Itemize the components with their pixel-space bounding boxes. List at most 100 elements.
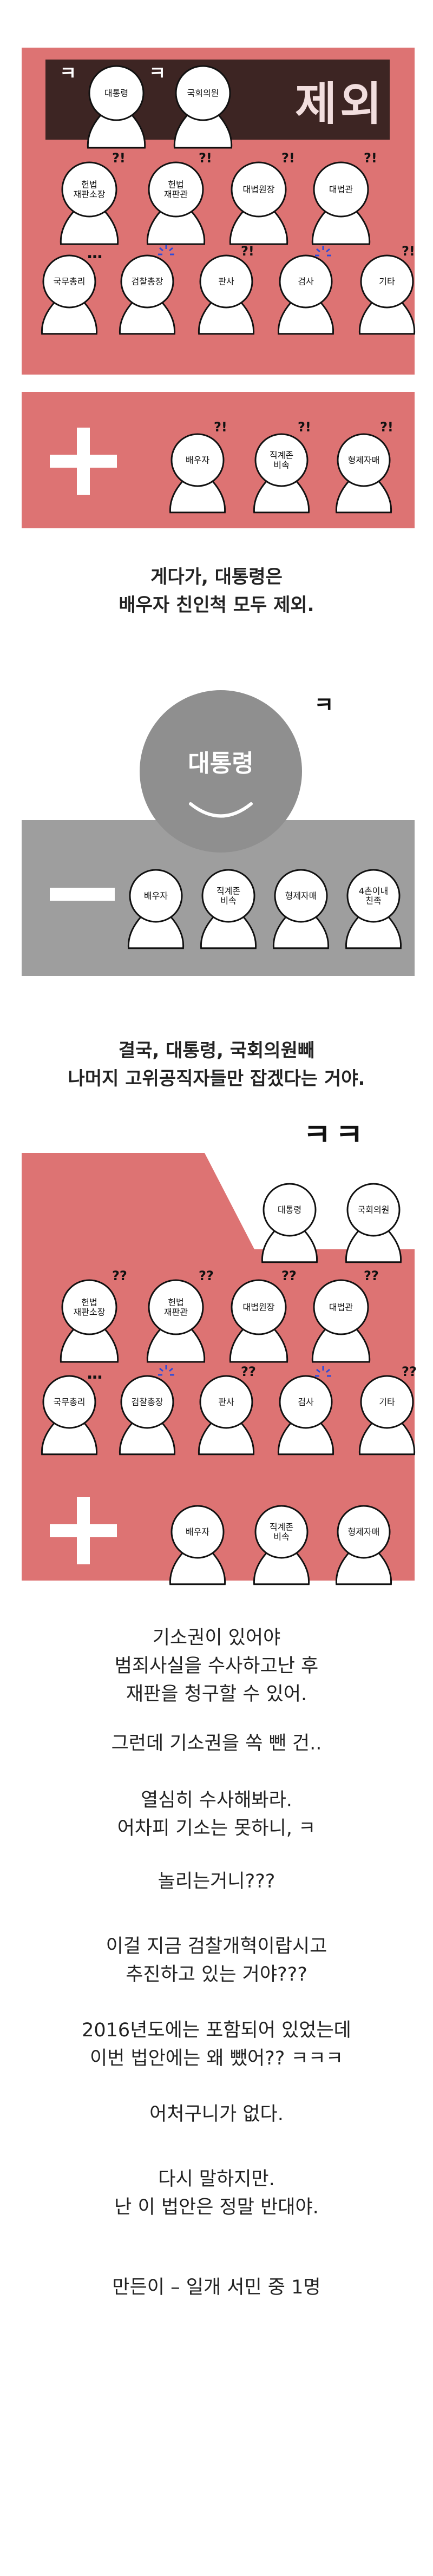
text-block-7: 어처구니가 없다. — [149, 2103, 284, 2125]
text-block-1: 기소권이 있어야 범죄사실을 수사하고난 후 재판을 청구할 수 있어. — [114, 1627, 319, 1705]
figure-label: 비속 — [220, 895, 236, 906]
figure4-president: 대통령 — [261, 1183, 318, 1263]
figure-label: 비속 — [273, 1531, 289, 1542]
figure-label: 재판관 — [164, 189, 188, 199]
mark-spark-prosecutor-general — [158, 245, 174, 255]
figure4-row2-4: 기타 — [358, 1375, 416, 1456]
mark-spark-prosecutor — [315, 246, 331, 257]
figure-row2-4: 기타 — [358, 254, 416, 335]
figure-label: 국무총리 — [54, 1397, 86, 1407]
figure-label: 국무총리 — [54, 276, 86, 286]
mark-question-row1-1: ?? — [199, 1268, 214, 1283]
figure-relative-0: 배우자 — [127, 869, 185, 949]
figure-label: 재판관 — [164, 1307, 188, 1317]
figure-label: 검찰총장 — [132, 1397, 163, 1407]
mark-question-row1-2: ?? — [281, 1268, 297, 1283]
mark-surprise-other: ?! — [402, 244, 415, 259]
figure-row2-0: 국무총리 — [41, 254, 98, 335]
figure-label: 검사 — [298, 276, 314, 286]
excluded-title: 제외 — [295, 77, 385, 130]
figure-label: 대법관 — [329, 184, 353, 194]
figure-label: 헌법 — [168, 1297, 183, 1307]
plus-icon-vertical — [77, 428, 90, 495]
text-block-8: 다시 말하지만. 난 이 법안은 정말 반대야. — [114, 2168, 319, 2218]
figure-label: 검찰총장 — [132, 276, 163, 286]
mark-surprise-row1-2: ?! — [281, 150, 295, 166]
figure-label: 국회의원 — [187, 88, 219, 99]
mark-surprise-family-1: ?! — [298, 419, 311, 435]
figure-row2-3: 검사 — [277, 254, 334, 335]
mark-dots-row2: ... — [87, 244, 103, 263]
caption-conclusion: 결국, 대통령, 국회의원빼 나머지 고위공직자들만 잡겠다는 거야. — [68, 1040, 365, 1090]
figure4-family-2: 형제자매 — [335, 1505, 392, 1585]
figure4-lawmaker: 국회의원 — [345, 1183, 402, 1263]
figure4-family-0: 배우자 — [169, 1505, 226, 1585]
figure-label: 직계존 — [270, 450, 293, 460]
figure-label: 형제자매 — [348, 455, 380, 465]
mark4-dots-row2: ... — [87, 1364, 103, 1383]
figure-label: 판사 — [218, 276, 234, 286]
minus-icon — [50, 888, 115, 901]
text-block-6: 2016년도에는 포함되어 있었는데 이번 법안에는 왜 뺐어?? ㅋㅋㅋ — [82, 2020, 351, 2069]
figure-lawmaker: 국회의원 — [173, 65, 233, 149]
figure-label: 기타 — [379, 1397, 395, 1407]
mark4-spark-prosecutor-general — [158, 1365, 174, 1376]
mark4-question-judge: ?? — [241, 1364, 256, 1379]
caption-family: 게다가, 대통령은 배우자 친인척 모두 제외. — [119, 566, 314, 616]
figure4-row2-2: 판사 — [198, 1375, 255, 1456]
figure-row2-1: 검찰총장 — [119, 254, 176, 335]
figure-relative-2: 형제자매 — [272, 869, 330, 949]
figure-label: 직계존 — [270, 1522, 293, 1532]
mark-surprise-family-2: ?! — [380, 419, 393, 435]
figure-label: 비속 — [273, 460, 289, 470]
laugh-big: ㅋㅋ — [303, 1118, 368, 1153]
laugh-right: ㅋ — [149, 63, 166, 84]
figure-label: 배우자 — [144, 890, 168, 901]
mark-question-row1-0: ?? — [112, 1268, 127, 1283]
figure-family-2: 형제자매 — [335, 433, 392, 514]
figure4-row1-2: 대법원장 — [229, 1279, 288, 1363]
figure-label: 대법원장 — [243, 184, 275, 194]
figure-label: 헌법 — [81, 179, 97, 189]
figure-family-0: 배우자 — [169, 433, 226, 514]
figure-label: 4촌이내 — [359, 886, 388, 896]
figure4-row2-3: 검사 — [277, 1375, 334, 1456]
laugh-left: ㅋ — [60, 63, 77, 84]
figure4-row2-0: 국무총리 — [41, 1375, 98, 1456]
figure-label: 국회의원 — [358, 1205, 390, 1215]
figure-row1-2: 대법원장 — [229, 161, 288, 245]
figure-label: 기타 — [379, 276, 395, 286]
laugh-small: ㅋ — [314, 693, 334, 718]
figure-label: 검사 — [298, 1397, 314, 1407]
text-block-9: 만든이 – 일개 서민 중 1명 — [112, 2277, 321, 2298]
figure-label: 형제자매 — [285, 890, 317, 901]
figure-label: 친족 — [365, 895, 381, 906]
text-block-3: 열심히 수사해봐라. 어차피 기소는 못하니, ㅋ — [117, 1790, 316, 1839]
mark-question-row1-3: ?? — [364, 1268, 379, 1283]
figure-label: 대법원장 — [243, 1302, 275, 1312]
figure-label: 재판소장 — [74, 1307, 106, 1317]
big-president-label: 대통령 — [188, 750, 253, 777]
figure-label: 헌법 — [168, 179, 183, 189]
figure4-row1-3: 대법관 — [311, 1279, 371, 1363]
text-block-4: 놀리는거니??? — [158, 1871, 275, 1892]
mark-surprise-row1-0: ?! — [112, 150, 126, 166]
mark4-question-other: ?? — [402, 1364, 417, 1379]
big-president-figure: 대통령 — [140, 690, 302, 853]
text-block-2: 그런데 기소권을 쏙 뺀 건.. — [111, 1733, 322, 1754]
figure-label: 배우자 — [186, 1526, 209, 1537]
figure-label: 형제자매 — [348, 1526, 380, 1537]
figure4-row2-1: 검찰총장 — [119, 1375, 176, 1456]
figure-label: 재판소장 — [74, 189, 106, 199]
mark4-spark-prosecutor — [315, 1366, 331, 1377]
mark-surprise-row1-1: ?! — [199, 150, 212, 166]
figure-label: 대통령 — [104, 88, 128, 99]
text-block-5: 이걸 지금 검찰개혁이랍시고 추진하고 있는 거야??? — [106, 1936, 327, 1985]
